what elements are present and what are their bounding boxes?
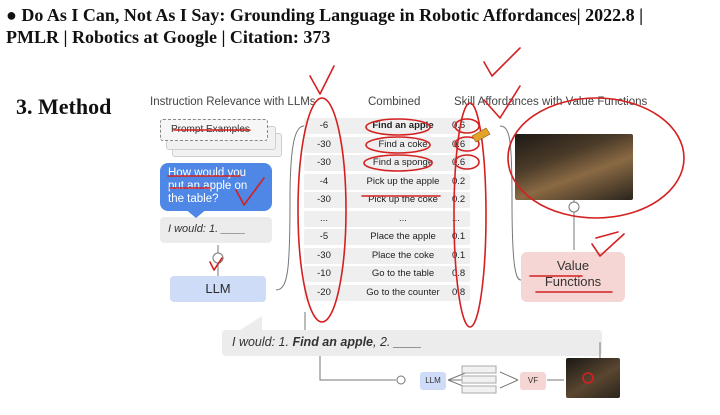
annotation-oval-affordances bbox=[453, 102, 487, 328]
mini-vf-box: VF bbox=[520, 372, 546, 390]
annotation-circle-aff-3 bbox=[454, 154, 480, 170]
llm-to-table-bracket bbox=[275, 125, 305, 291]
annotation-circle-mini-image bbox=[582, 372, 594, 384]
affordance-value: 0.2 bbox=[452, 194, 466, 205]
relevance-score: -30 bbox=[317, 249, 331, 261]
affordance-value: 0.8 bbox=[452, 268, 466, 279]
llm-box: LLM bbox=[170, 276, 266, 302]
affordance-value: 0.1 bbox=[452, 231, 466, 242]
annotation-circle-find-coke bbox=[365, 136, 431, 154]
mini-skill-bar-2 bbox=[461, 375, 497, 384]
value-functions-box: Value Functions bbox=[521, 252, 625, 302]
table-row: -30 Place the coke bbox=[304, 247, 470, 264]
vf-to-table-bracket bbox=[499, 125, 522, 281]
value-functions-line-2: Functions bbox=[544, 274, 602, 289]
annotation-circle-find-sponge bbox=[363, 154, 433, 172]
annotation-circle-find-apple bbox=[365, 118, 431, 136]
skill-label: ... bbox=[399, 212, 407, 224]
plan-selected-skill: Find an apple bbox=[292, 335, 374, 349]
skill-label: Go to the counter bbox=[366, 286, 440, 298]
pencil-cursor-icon bbox=[471, 127, 491, 143]
mini-llm-box: LLM bbox=[420, 372, 446, 390]
affordance-value: 0.6 bbox=[452, 120, 466, 131]
loop-node-circle bbox=[396, 375, 406, 385]
table-row: -10 Go to the table bbox=[304, 266, 470, 282]
skill-label: Pick up the coke bbox=[368, 194, 438, 205]
annotation-check-vf bbox=[591, 233, 625, 257]
query-bubble: How would you put an apple on the table? bbox=[160, 163, 272, 211]
relevance-score: -10 bbox=[317, 268, 331, 279]
column-title-combined: Combined bbox=[368, 96, 421, 108]
skill-label: Find a coke bbox=[378, 138, 428, 150]
skill-label: Place the apple bbox=[370, 231, 436, 242]
column-title-relevance: Instruction Relevance with LLMs bbox=[150, 96, 316, 108]
annotation-check-combined bbox=[483, 47, 521, 77]
relevance-score: -20 bbox=[317, 286, 331, 298]
section-title: 3. Method bbox=[16, 94, 112, 119]
slide-header: ● Do As I Can, Not As I Say: Grounding L… bbox=[6, 4, 718, 48]
annotation-stroke-vf bbox=[595, 231, 619, 239]
affordance-value: ... bbox=[452, 212, 460, 224]
robot-camera-image bbox=[515, 134, 633, 200]
bar-callout-tail bbox=[240, 316, 262, 330]
table-row: -30 Find a coke bbox=[304, 136, 470, 153]
i-would-prompt: I would: 1. ____ bbox=[160, 217, 272, 243]
mini-skill-bar-3 bbox=[461, 385, 497, 394]
table-row: -20 Go to the counter bbox=[304, 284, 470, 301]
relevance-score: -30 bbox=[317, 194, 331, 205]
affordance-value: 0.2 bbox=[452, 175, 466, 187]
bar-to-loop-line bbox=[319, 356, 396, 381]
image-node-circle bbox=[568, 201, 580, 213]
skill-label: Find an apple bbox=[372, 120, 434, 131]
header-line-1: ● Do As I Can, Not As I Say: Grounding L… bbox=[6, 5, 644, 25]
annotation-mark-llm bbox=[209, 257, 223, 271]
relevance-score: -4 bbox=[319, 175, 329, 187]
relevance-score: ... bbox=[320, 212, 328, 224]
plan-prefix: I would: 1. bbox=[232, 335, 293, 349]
annotation-check-affordances bbox=[483, 85, 521, 119]
plan-suffix: , 2. ____ bbox=[373, 335, 422, 349]
annotation-circle-aff-1 bbox=[454, 118, 480, 134]
skill-label: Place the coke bbox=[371, 249, 435, 261]
relevance-score: -6 bbox=[319, 120, 329, 131]
annotation-check-query bbox=[235, 177, 265, 206]
annotation-check-scores bbox=[309, 65, 335, 95]
value-functions-line-1: Value bbox=[556, 258, 590, 273]
annotation-circle-camera bbox=[507, 97, 685, 219]
affordance-value: 0.1 bbox=[452, 249, 466, 261]
mini-skill-bar-1 bbox=[461, 365, 497, 374]
mini-vf-fan bbox=[499, 371, 519, 389]
annotation-circle-aff-2 bbox=[454, 136, 480, 152]
relevance-score: -30 bbox=[317, 157, 331, 168]
annotation-oval-scores bbox=[297, 97, 347, 323]
skill-label: Find a sponge bbox=[372, 157, 434, 168]
skill-label: Go to the table bbox=[371, 268, 435, 279]
relevance-score: -5 bbox=[319, 231, 329, 242]
red-annotations bbox=[167, 47, 685, 384]
affordance-value: 0.6 bbox=[452, 138, 466, 150]
affordance-value: 0.6 bbox=[452, 157, 466, 168]
column-title-affordances: Skill Affordances with Value Functions bbox=[454, 96, 648, 108]
header-line-2: PMLR | Robotics at Google | Citation: 37… bbox=[6, 27, 331, 47]
skill-label: Pick up the apple bbox=[366, 175, 440, 187]
query-bubble-tail bbox=[184, 208, 208, 218]
plan-output-bar: I would: 1. Find an apple, 2. ____ bbox=[222, 330, 602, 356]
relevance-score: -30 bbox=[317, 138, 331, 150]
